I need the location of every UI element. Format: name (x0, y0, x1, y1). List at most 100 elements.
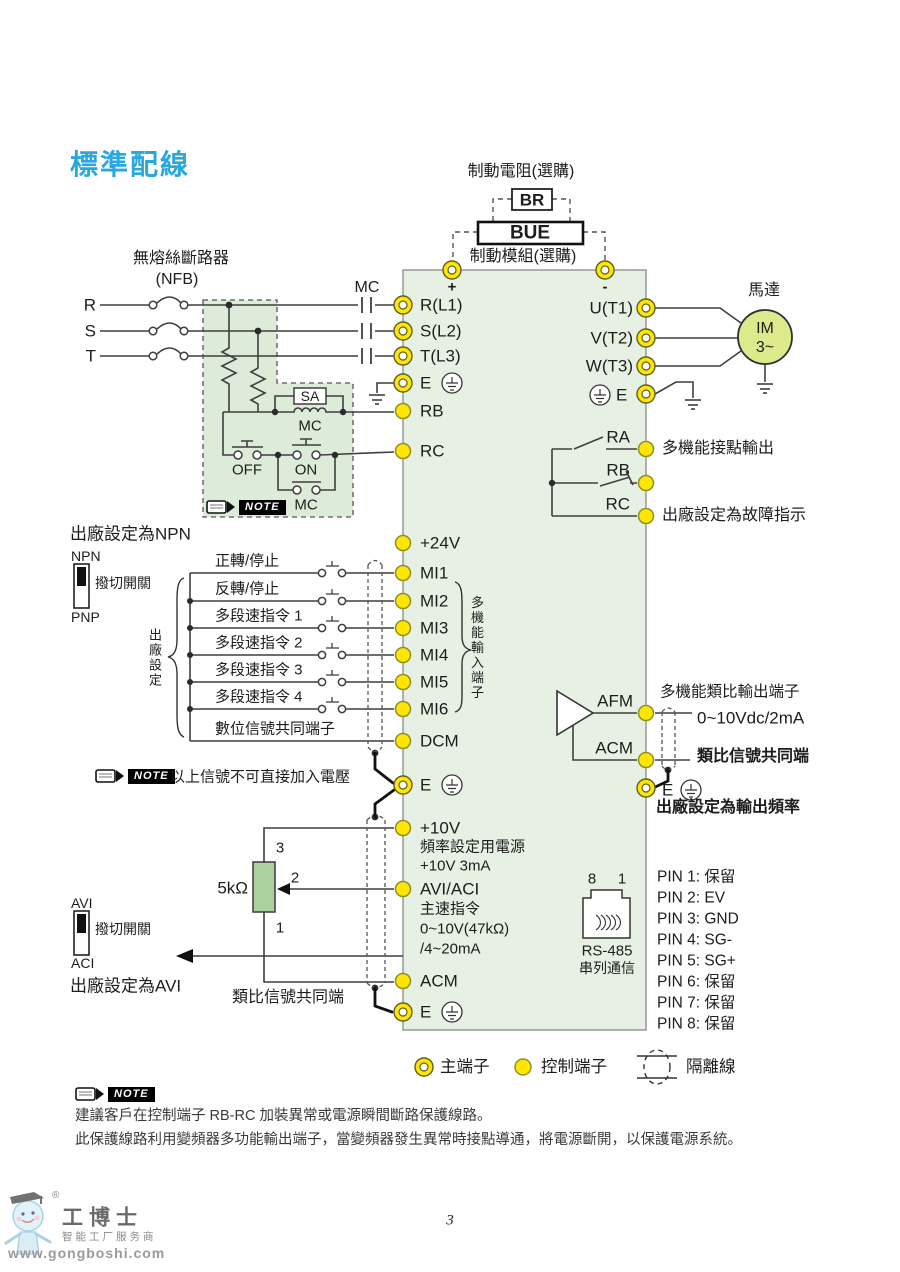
digital-row-label-4: 多段速指令 2 (215, 634, 303, 652)
afm-amplifier-icon (556, 689, 595, 737)
page-title: 標準配線 (70, 149, 191, 180)
p10-desc1: 頻率設定用電源 (420, 838, 526, 856)
terminal-s-l2 (393, 321, 413, 341)
note-tag: NOTE (108, 1086, 155, 1102)
terminal-e-right-top (636, 384, 656, 404)
terminal-label-w: W(T3) (585, 356, 633, 376)
terminal-mi6 (394, 700, 412, 718)
note-icon (95, 769, 124, 783)
phase-r-label: R (83, 295, 96, 315)
avi-desc2: 0~10V(47kΩ) (420, 920, 510, 938)
terminal-mi3 (394, 619, 412, 637)
terminal-rc (394, 442, 412, 460)
pin-row-5: PIN 5: SG+ (657, 952, 736, 970)
note-badge-protection: NOTE (206, 498, 286, 516)
terminal-mi2 (394, 592, 412, 610)
terminal-label-mi4: MI4 (420, 645, 449, 665)
legend-main-terminal-icon (414, 1057, 434, 1077)
terminal-label-avi: AVI/ACI (420, 879, 480, 899)
legend-icons (414, 1049, 677, 1085)
terminal-label-u: U(T1) (589, 298, 633, 318)
motor-im-label: IM (756, 320, 774, 337)
mc-contact-label: MC (294, 496, 318, 514)
motor-3ph-label: 3~ (755, 339, 775, 356)
mascot-logo (4, 1192, 52, 1255)
phase-t-label: T (85, 346, 96, 366)
footer-brand-sub: 智能工厂服务商 (62, 1230, 157, 1243)
terminal-label-e3: E (420, 1002, 432, 1022)
pot-pin2-label: 2 (290, 869, 300, 887)
avi-desc1: 主速指令 (420, 900, 481, 918)
shield-tubes (366, 559, 676, 989)
terminal-acm-left (394, 972, 412, 990)
digital-row-label-6: 多段速指令 4 (215, 688, 303, 706)
terminal-brake-plus (442, 260, 462, 280)
ground-symbols (369, 383, 773, 410)
rs485-name: RS-485 (581, 942, 633, 960)
terminal-avi-aci (394, 880, 412, 898)
brake-resistor-label: 制動電阻(選購) (467, 163, 575, 180)
motor-title: 馬達 (747, 282, 781, 299)
terminal-label-mi5: MI5 (420, 672, 449, 692)
terminal-rb-out (637, 474, 655, 492)
brake-option (452, 188, 606, 261)
terminal-label-r: R(L1) (420, 295, 463, 315)
note-tag: NOTE (128, 768, 175, 784)
terminal-e-left-top (393, 373, 413, 393)
terminal-mi5 (394, 673, 412, 691)
sa-box (293, 387, 327, 405)
pin-row-7: PIN 7: 保留 (657, 994, 736, 1012)
relay-out-label: 多機能接點輸出 (662, 440, 775, 457)
terminal-mi4 (394, 646, 412, 664)
phase-s-label: S (84, 321, 96, 341)
footer-brand: 工博士 (62, 1205, 143, 1230)
terminal-label-acm: ACM (420, 971, 458, 991)
digital-group-label: 多機能輸入端子 (469, 595, 484, 701)
aci-label: ACI (71, 955, 95, 971)
note-icon (75, 1087, 104, 1101)
brake-plus-label: + (447, 278, 457, 296)
br-label: BR (519, 190, 545, 210)
terminal-label-mi1: MI1 (420, 563, 449, 583)
acm-common-label: 類比信號共同端 (697, 748, 810, 765)
pin-row-3: PIN 3: GND (657, 910, 739, 928)
digital-row-label-1: 正轉/停止 (215, 552, 280, 570)
avi-factory-label: 出廠設定為AVI (70, 976, 182, 996)
nfb-title: 無熔絲斷路器 (132, 250, 230, 267)
terminal-e-right-bottom (636, 778, 656, 798)
pot-value-label: 5kΩ (217, 878, 248, 898)
digital-row-label-7: 數位信號共同端子 (215, 720, 336, 738)
note-line-2: 此保護線路利用變頻器多功能輸出端子，當變頻器發生異常時接點導通，將電源斷開，以保… (75, 1131, 742, 1148)
pot-pin1-label: 1 (275, 919, 285, 937)
off-label: OFF (232, 461, 262, 479)
pot-pin3-label: 3 (275, 839, 285, 857)
terminal-mi1 (394, 564, 412, 582)
afm-out-label: 多機能類比輸出端子 (660, 683, 800, 701)
rs485-sub: 串列通信 (579, 960, 635, 976)
note-tag: NOTE (239, 499, 286, 515)
terminal-dcm (394, 732, 412, 750)
arrowheads (176, 883, 290, 963)
terminal-label-t: T(L3) (420, 346, 461, 366)
nfb-sub: (NFB) (155, 271, 199, 288)
terminal-label-e2: E (420, 775, 432, 795)
shield-drains (373, 751, 670, 1014)
freq-factory-label: 出廠設定為輸出頻率 (656, 799, 801, 816)
terminal-label-acm-right: ACM (595, 738, 633, 758)
terminal-acm-right (637, 751, 655, 769)
terminal-label-rb-out: RB (606, 460, 630, 480)
terminal-r-l1 (393, 295, 413, 315)
legend-shield-icon (637, 1049, 677, 1085)
braces (167, 577, 472, 738)
terminal-label-mi6: MI6 (420, 699, 449, 719)
note-icon (206, 500, 235, 514)
footer-url: www.gongboshi.com (8, 1245, 166, 1261)
avi-label: AVI (71, 895, 93, 911)
legend-control-terminal: 控制端子 (541, 1057, 607, 1076)
npn-pnp-switch (73, 563, 90, 609)
npn-switch-label: 撥切開關 (95, 575, 151, 591)
registered-mark: ® (52, 1190, 60, 1201)
terminal-label-afm: AFM (597, 691, 633, 711)
